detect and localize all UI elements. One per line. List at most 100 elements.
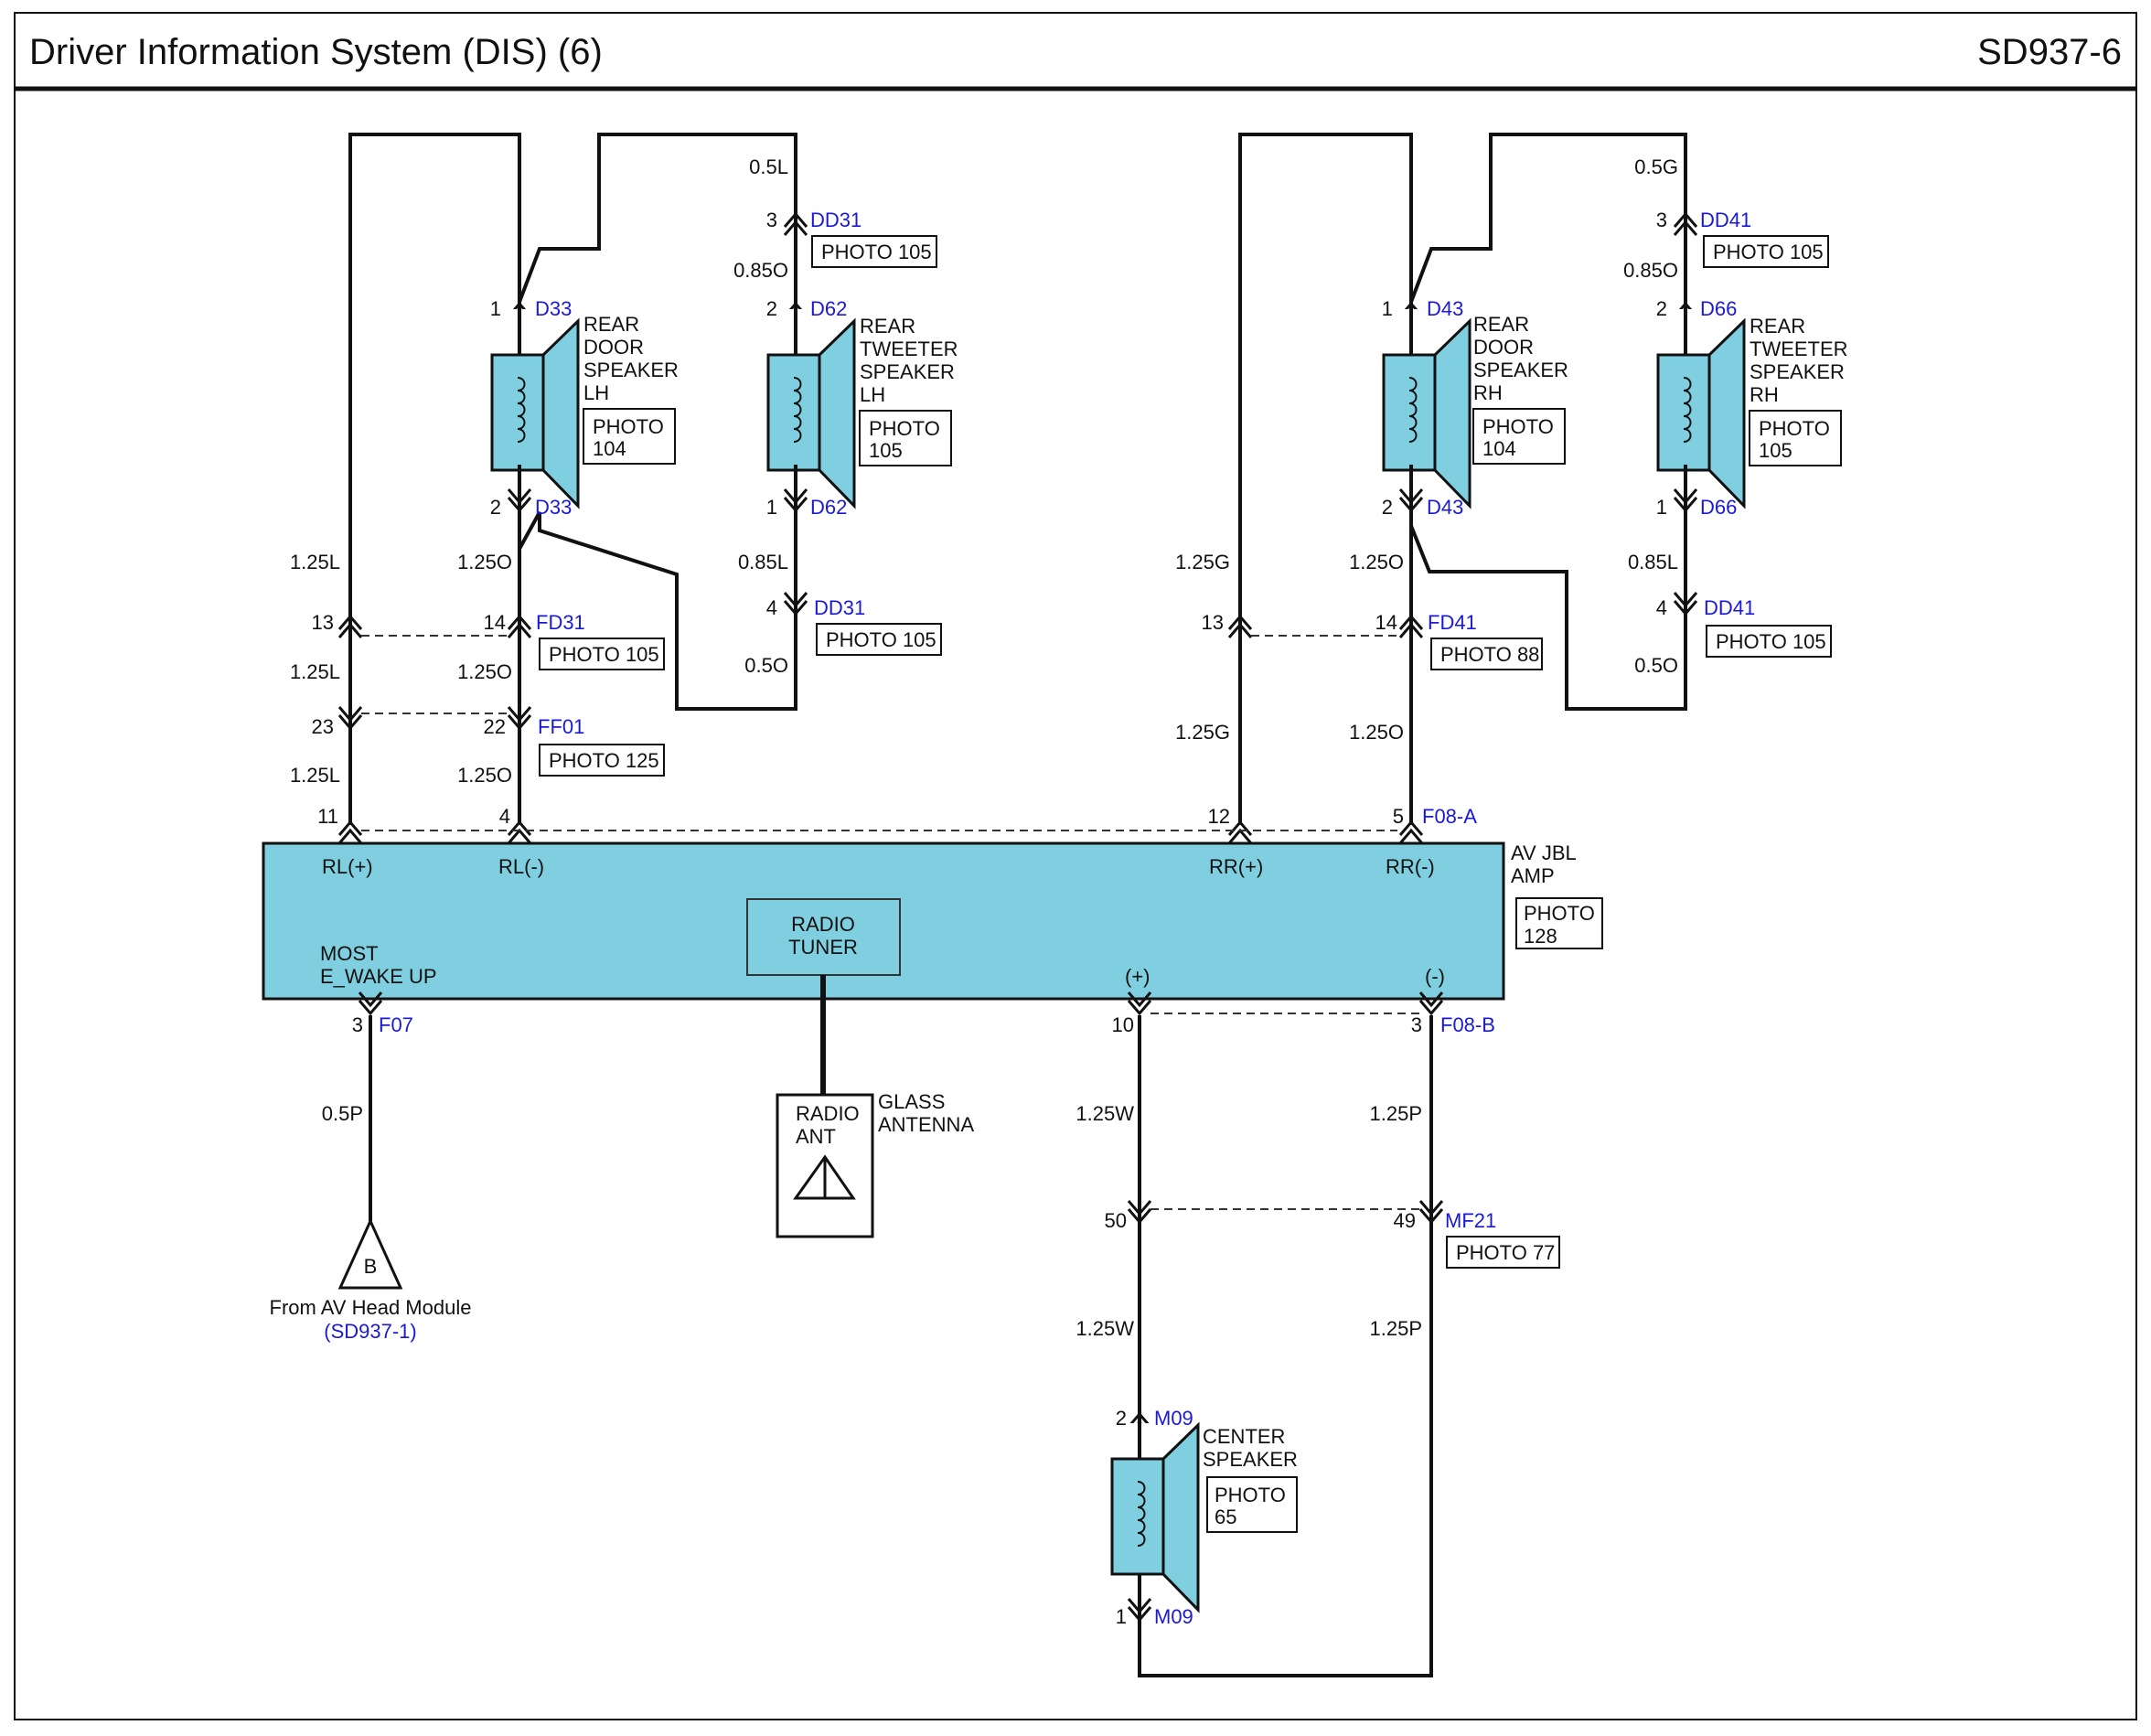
wire-label: 1.25P [1370, 1317, 1423, 1340]
pin-label: 12 [1208, 805, 1230, 828]
connector-label: DD41 [1700, 209, 1751, 231]
amp-pin-label: RR(-) [1386, 855, 1435, 878]
antenna-label: GLASS [878, 1090, 945, 1113]
photo-ref: PHOTO [1215, 1484, 1286, 1506]
tuner-label: TUNER [788, 936, 858, 959]
amp-pin-label: RL(+) [322, 855, 373, 878]
photo-ref: 105 [869, 439, 903, 462]
connector-label: D43 [1427, 496, 1463, 519]
photo-ref: 104 [1482, 437, 1516, 460]
wire-label: 1.25P [1370, 1102, 1423, 1125]
component-label: REAR [583, 313, 639, 336]
antenna-label: ANTENNA [878, 1113, 974, 1136]
connector-label: D33 [535, 496, 572, 519]
wire-label: 1.25O [457, 660, 512, 683]
page-frame [14, 12, 2137, 1720]
pin-label: 2 [490, 496, 501, 519]
photo-box [1515, 897, 1603, 949]
component-label: RH [1473, 381, 1503, 404]
photo-box [1446, 1236, 1560, 1269]
photo-ref: 128 [1524, 925, 1557, 948]
photo-box [1430, 638, 1543, 670]
photo-box [583, 408, 676, 465]
pin-label: 3 [1656, 209, 1667, 231]
antenna-label: ANT [796, 1125, 836, 1148]
connector-label: D62 [810, 297, 847, 320]
component-label: DOOR [1473, 336, 1534, 359]
photo-box [1703, 235, 1829, 268]
radio-antenna [776, 1093, 874, 1238]
page-code: SD937-6 [1977, 32, 2122, 72]
connector-label: D43 [1427, 297, 1463, 320]
photo-ref: PHOTO [869, 417, 940, 440]
pin-label: 50 [1105, 1209, 1127, 1232]
wire-label: 1.25G [1175, 551, 1230, 573]
pin-label: 3 [766, 209, 777, 231]
amp-pin-label: MOST [320, 942, 379, 965]
amp-label: AV JBL [1511, 841, 1577, 864]
photo-ref: 65 [1215, 1506, 1236, 1528]
wire-label: 0.5G [1634, 155, 1678, 178]
photo-box [1472, 408, 1566, 465]
component-label: REAR [1473, 313, 1529, 336]
photo-ref: PHOTO 105 [821, 241, 932, 263]
amp-pin-label: RR(+) [1209, 855, 1263, 878]
wire-label: 0.85L [1628, 551, 1678, 573]
connector-label: D66 [1700, 297, 1737, 320]
photo-ref: PHOTO 105 [1716, 630, 1826, 653]
pin-label: 1 [1382, 297, 1393, 320]
page-title: Driver Information System (DIS) (6) [29, 32, 603, 72]
component-label: REAR [1750, 315, 1805, 338]
component-label: TWEETER [860, 338, 958, 360]
connector-label: D62 [810, 496, 847, 519]
component-label: SPEAKER [1750, 360, 1845, 383]
amp-label: AMP [1511, 864, 1555, 887]
photo-ref: PHOTO [1482, 415, 1554, 438]
connector-label: F08-A [1422, 805, 1477, 828]
photo-ref: PHOTO 125 [549, 749, 659, 772]
wire-label: 1.25W [1076, 1317, 1134, 1340]
connector-label: F08-B [1440, 1013, 1495, 1036]
pin-label: 23 [312, 715, 334, 738]
amp-pin-label: (-) [1425, 965, 1445, 988]
connector-label: FD41 [1428, 611, 1477, 634]
component-label: LH [860, 383, 885, 406]
pin-label: 4 [1656, 596, 1667, 619]
component-label: LH [583, 381, 609, 404]
wire-label: 0.85O [733, 259, 788, 282]
photo-ref: PHOTO [593, 415, 664, 438]
pin-label: 4 [499, 805, 510, 828]
pin-label: 1 [766, 496, 777, 519]
photo-ref: PHOTO 88 [1440, 643, 1539, 666]
photo-ref: PHOTO 77 [1456, 1241, 1555, 1264]
offpage-ref-link[interactable]: (SD937-1) [324, 1320, 416, 1343]
connector-label: DD41 [1704, 596, 1755, 619]
wire-label: 1.25O [1349, 551, 1404, 573]
photo-ref: 105 [1759, 439, 1792, 462]
pin-label: 1 [490, 297, 501, 320]
connector-label: DD31 [810, 209, 861, 231]
component-label: SPEAKER [1473, 359, 1568, 381]
photo-ref: 104 [593, 437, 626, 460]
pin-label: 2 [1116, 1407, 1127, 1430]
pin-label: 13 [1202, 611, 1224, 634]
pin-label: 4 [766, 596, 777, 619]
photo-box [859, 410, 952, 466]
connector-label: M09 [1154, 1407, 1193, 1430]
connector-label: MF21 [1445, 1209, 1496, 1232]
component-label: REAR [860, 315, 915, 338]
connector-label: FF01 [538, 715, 584, 738]
amp-pin-label: E_WAKE UP [320, 965, 437, 988]
connector-label: D33 [535, 297, 572, 320]
wire-label: 1.25L [290, 551, 340, 573]
pin-label: 10 [1112, 1013, 1134, 1036]
amp-pin-label: RL(-) [498, 855, 544, 878]
component-label: SPEAKER [583, 359, 679, 381]
pin-label: 2 [1382, 496, 1393, 519]
pin-label: 22 [484, 715, 506, 738]
pin-label: 14 [1375, 611, 1397, 634]
offpage-ref-icon [337, 1217, 403, 1290]
wire-label: 0.5O [744, 654, 788, 677]
